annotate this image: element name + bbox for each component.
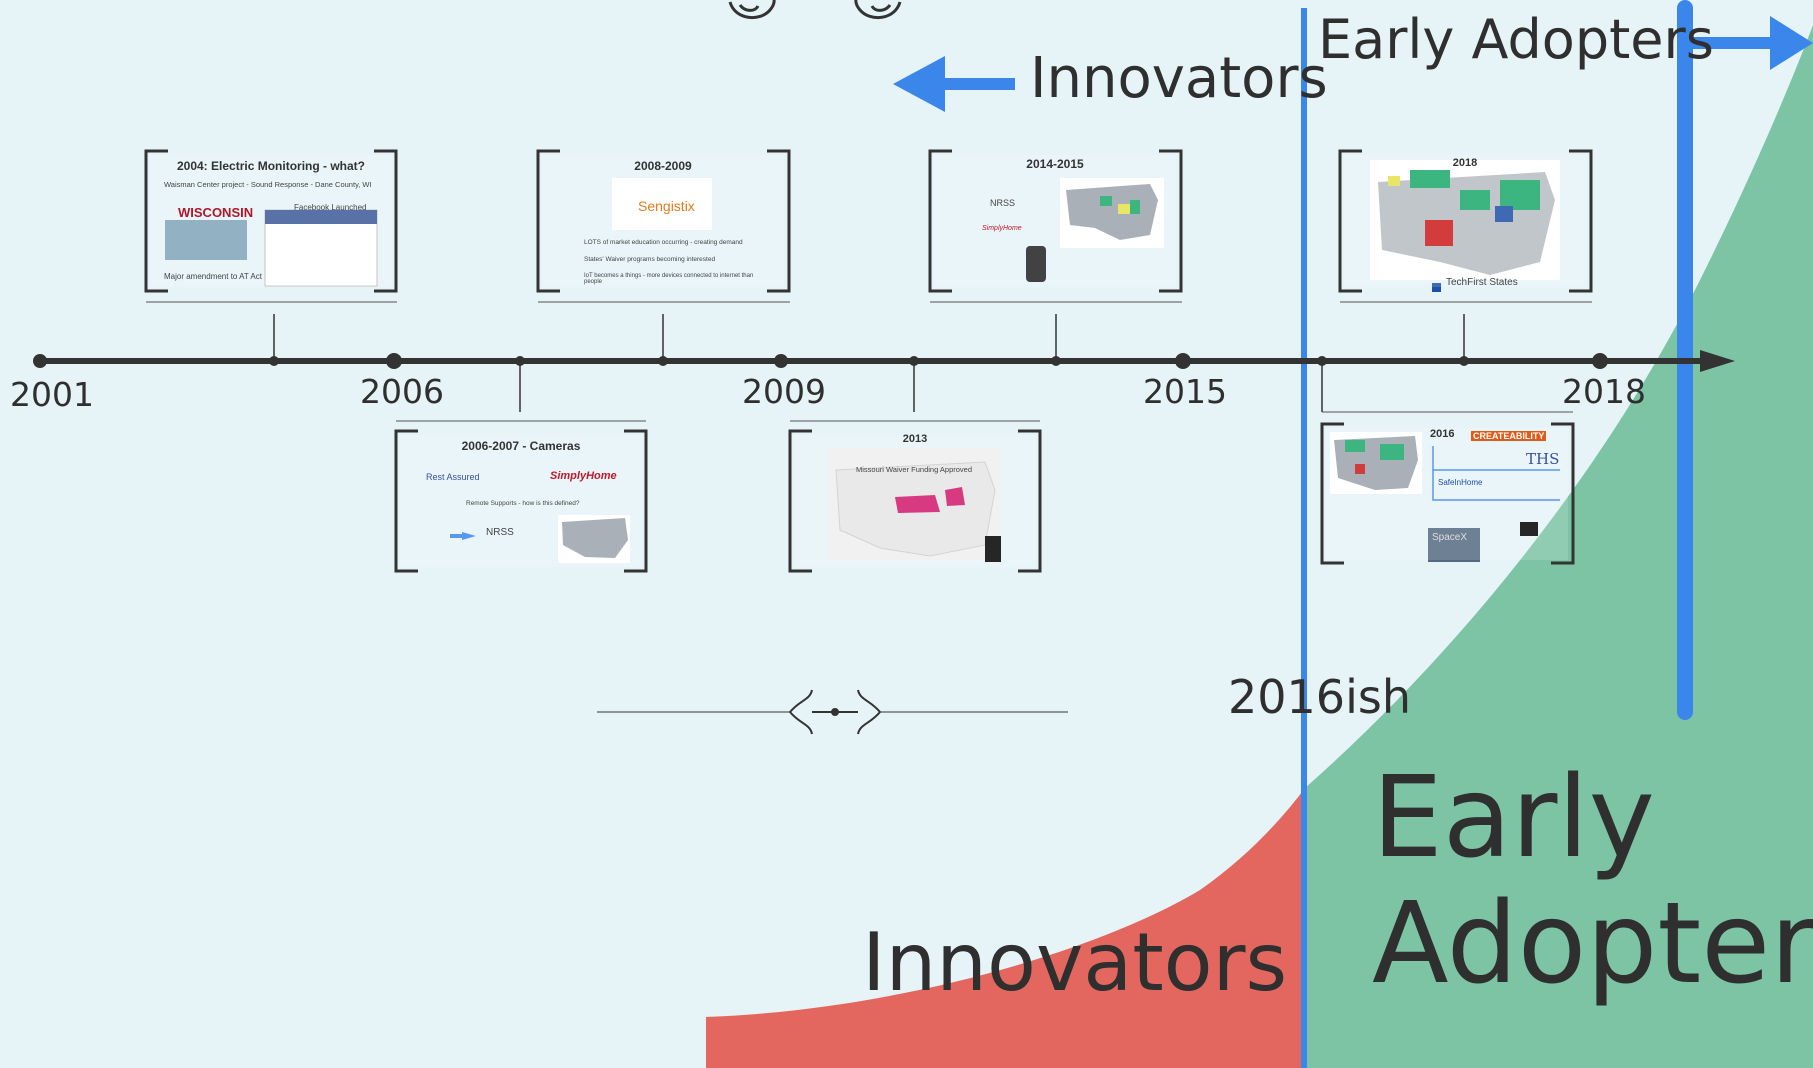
card-subtitle: Waisman Center project - Sound Response …	[164, 180, 372, 189]
building-photo-icon	[165, 220, 247, 260]
innovators-label: Innovators	[862, 916, 1288, 1009]
year-2001: 2001	[10, 375, 94, 414]
early-adopters-header: Early Adopters	[1318, 8, 1714, 71]
us-map-2006-icon	[558, 515, 630, 563]
card-2018[interactable]: 2018 TechFirst States	[1344, 155, 1586, 288]
us-map-2016-icon	[1330, 432, 1422, 494]
early-adopters-label: Early Adopters	[1372, 755, 1813, 1007]
ornament-divider-icon	[597, 689, 1068, 735]
arrow-right-icon	[1685, 16, 1813, 70]
card-title: 2008-2009	[634, 159, 692, 173]
wisconsin-logo: WISCONSIN	[178, 205, 254, 220]
sengistix-logo: Sengistix	[638, 198, 695, 214]
spacex-tile-icon	[1428, 528, 1480, 562]
card-title: 2006-2007 - Cameras	[461, 439, 581, 453]
safeinhome-logo: SafeInHome	[1438, 478, 1483, 487]
small-arrow-icon	[462, 532, 476, 540]
year-2018: 2018	[1562, 372, 1646, 411]
card-title: 2013	[902, 433, 928, 445]
year-2015: 2015	[1143, 372, 1227, 411]
card-title: 2018	[1452, 157, 1478, 169]
card-title: 2014-2015	[1026, 157, 1084, 171]
timeline-axis	[33, 301, 1735, 422]
small-arrow-shaft	[450, 534, 464, 538]
simplyhome-logo: SimplyHome	[550, 470, 617, 482]
smart-speaker-icon	[1026, 246, 1046, 282]
flourish-top-icon	[728, 0, 902, 19]
card-brackets	[144, 149, 1593, 573]
us-map-2013-icon	[828, 448, 1001, 562]
card-2006-2007[interactable]: 2006-2007 - Cameras Rest Assured SimplyH…	[400, 435, 642, 567]
map-title: Missouri Waiver Funding Approved	[856, 465, 973, 474]
card-2013[interactable]: 2013 Missouri Waiver Funding Approved	[794, 433, 1036, 567]
card-2014-2015[interactable]: 2014-2015 NRSS SimplyHome	[934, 155, 1176, 287]
nrss-logo: NRSS	[990, 198, 1016, 208]
card-title: 2004: Electric Monitoring - what?	[176, 159, 366, 173]
facebook-label: Facebook Launched	[294, 203, 367, 212]
card-line2: States' Waiver programs becoming interes…	[584, 256, 716, 263]
innovators-area	[706, 788, 1305, 1068]
createability-logo: CREATEABILITY	[1471, 431, 1547, 441]
year-2009: 2009	[742, 372, 826, 411]
nrss-logo: NRSS	[486, 527, 514, 538]
us-map-2014-icon	[1060, 178, 1164, 248]
card-2004[interactable]: 2004: Electric Monitoring - what? Waisma…	[150, 155, 392, 287]
rest-assured-logo: Rest Assured	[426, 472, 480, 482]
early-adopters-line1: Early	[1372, 753, 1655, 883]
early-adopters-area	[1305, 25, 1813, 1068]
year-2006: 2006	[360, 372, 444, 411]
simplyhome-logo: SimplyHome	[982, 225, 1022, 232]
ths-logo: THS	[1526, 450, 1560, 468]
arrow-left-icon	[893, 56, 1015, 112]
early-adopters-line2: Adopters	[1372, 879, 1813, 1009]
card-footer: Major amendment to AT Act	[164, 272, 262, 281]
card-2008-2009[interactable]: 2008-2009 Sengistix LOTS of market educa…	[542, 155, 784, 287]
flowchart-lines-2016	[1432, 446, 1560, 501]
us-map-2018-icon	[1370, 160, 1560, 292]
innovators-arrow-label: Innovators	[1030, 46, 1328, 111]
marker-2016ish: 2016ish	[1228, 670, 1411, 724]
techfirst-legend: TechFirst States	[1446, 277, 1518, 288]
spacex-label: SpaceX	[1432, 532, 1468, 543]
card-line1: LOTS of market education occurring - cre…	[584, 239, 743, 246]
facebook-screenshot-icon	[264, 209, 378, 287]
remote-supports-question: Remote Supports - how is this defined?	[466, 500, 580, 507]
card-title: 2016	[1430, 428, 1455, 440]
sengistix-logo-icon	[612, 178, 712, 230]
divider-line-2016	[1301, 8, 1307, 1068]
card-2016[interactable]: 2016 CREATEABILITY THS SafeInHome SpaceX	[1326, 428, 1568, 560]
card-line3: IoT becomes a things - more devices conn…	[584, 273, 754, 285]
black-square-icon	[1520, 522, 1538, 536]
